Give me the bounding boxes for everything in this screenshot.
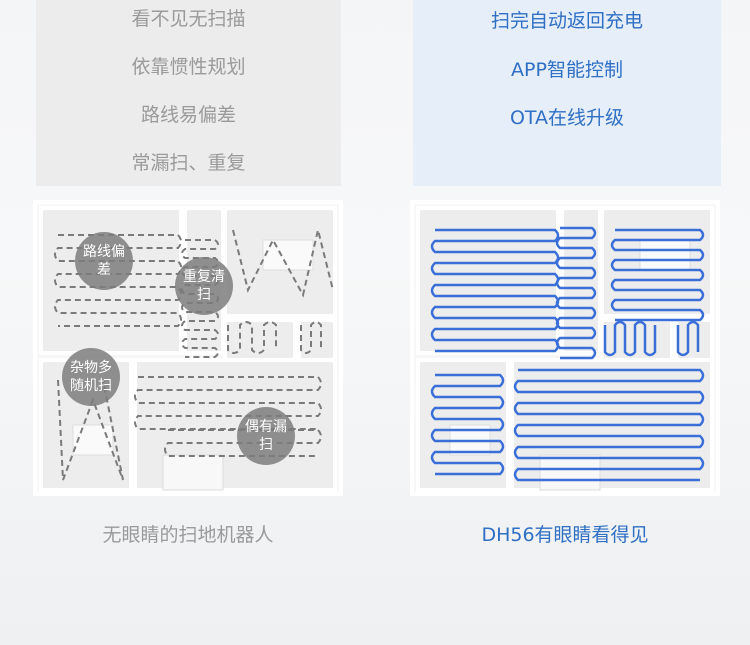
bubble-text: 重复清扫: [183, 269, 225, 303]
cleaning-path: [513, 368, 705, 482]
cleaning-path: [610, 228, 705, 322]
feature-text: 常漏扫、重复: [131, 152, 246, 174]
room: [297, 318, 337, 362]
cleaning-path: [300, 321, 322, 354]
planned-cleaning-floor-plan: [409, 199, 721, 497]
table: [639, 239, 691, 271]
cabinet: [162, 454, 224, 491]
label-bubble: 重复清扫: [175, 257, 233, 315]
feature-text: OTA在线升级: [509, 107, 625, 129]
cleaning-path: [227, 321, 277, 354]
cleaning-path: [676, 320, 700, 357]
label-bubble: 偶有漏扫: [237, 407, 295, 465]
competitor-features-panel: 看不见无扫描 依靠惯性规划 路线易偏差 常漏扫、重复: [36, 0, 341, 186]
feature-text: APP智能控制: [511, 59, 623, 81]
label-bubble: 路线偏差: [75, 232, 133, 290]
label-bubble: 杂物多随机扫: [62, 348, 120, 406]
random-cleaning-floor-plan: 路线偏差 重复清扫 杂物多随机扫 偶有漏扫: [32, 199, 344, 497]
competitor-caption: 无眼睛的扫地机器人: [102, 524, 274, 546]
cleaning-path: [603, 320, 657, 357]
floor-plan-illustration: [409, 199, 721, 497]
cleaning-path: [164, 429, 322, 457]
feature-text: 扫完自动返回充电: [490, 10, 643, 32]
room: [223, 318, 297, 362]
product-features-panel: 扫完自动返回充电 APP智能控制 OTA在线升级: [413, 0, 721, 186]
feature-text: 看不见无扫描: [131, 8, 246, 30]
cleaning-path: [430, 373, 505, 476]
table: [72, 424, 114, 456]
cleaning-path: [430, 228, 560, 353]
feature-text: 路线易偏差: [140, 104, 236, 126]
bubble-text: 杂物多随机扫: [70, 360, 112, 394]
product-caption: DH56有眼睛看得见: [481, 524, 649, 546]
cleaning-path: [555, 226, 597, 360]
bubble-text: 路线偏差: [83, 244, 125, 278]
cleaning-path: [54, 234, 182, 327]
cabinet: [539, 454, 601, 491]
feature-text: 依靠惯性规划: [131, 56, 246, 78]
bubble-text: 偶有漏扫: [245, 419, 287, 453]
